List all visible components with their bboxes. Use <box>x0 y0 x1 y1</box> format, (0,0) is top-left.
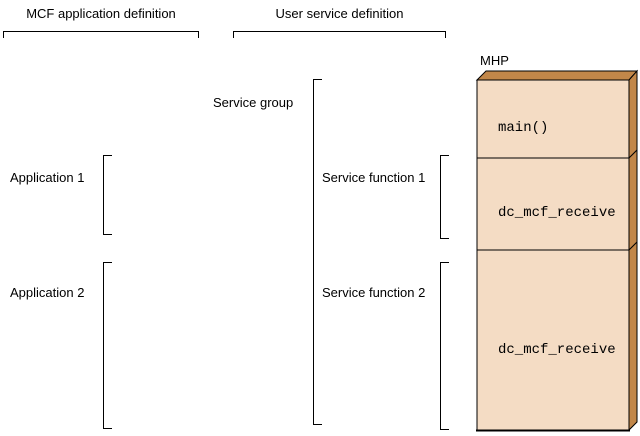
mhp-section-main-label: main() <box>498 120 549 136</box>
application-1-bracket <box>103 155 112 235</box>
application-1-label: Application 1 <box>10 170 85 185</box>
service-function-2-bracket <box>440 262 449 430</box>
service-group-bracket <box>313 79 322 425</box>
header-user-service-definition: User service definition <box>275 6 404 21</box>
service-function-1-bracket <box>440 155 449 239</box>
header-mcf-application-definition: MCF application definition <box>26 6 176 21</box>
service-function-2-label: Service function 2 <box>322 285 426 300</box>
mhp-section-dc-mcf-receive-2-label: dc_mcf_receive <box>498 342 616 358</box>
mcf-application-definition-bracket <box>3 31 199 38</box>
mhp-divider-1-side-tick <box>628 149 638 159</box>
mhp-section-dc-mcf-receive-1-label: dc_mcf_receive <box>498 205 616 221</box>
mhp-box-top-face <box>475 70 639 81</box>
mhp-title: MHP <box>480 53 509 68</box>
mhp-box-right-face <box>628 69 638 432</box>
user-service-definition-bracket <box>233 31 446 38</box>
service-function-1-label: Service function 1 <box>322 170 426 185</box>
mhp-divider-2-side-tick <box>628 241 638 251</box>
application-2-label: Application 2 <box>10 285 85 300</box>
application-2-bracket <box>103 262 112 429</box>
mhp-box-front-face <box>476 79 630 431</box>
service-group-label: Service group <box>213 95 294 110</box>
mhp-box <box>475 69 639 432</box>
